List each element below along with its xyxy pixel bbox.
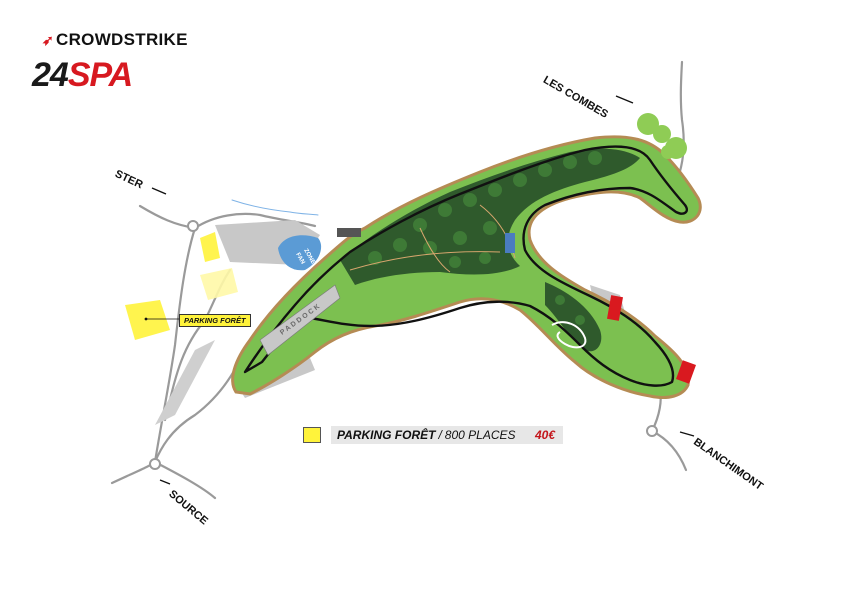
sponsor-name: CROWDSTRIKE	[56, 30, 188, 49]
facility-strip-west	[155, 340, 215, 425]
roundabout-ster	[187, 220, 199, 232]
les-combes-trees	[637, 113, 687, 159]
parking-foret-tag: PARKING FORÊT	[179, 314, 251, 327]
legend-separator: /	[438, 428, 442, 442]
falcon-icon: ➶	[42, 32, 55, 48]
forest-main	[340, 148, 640, 285]
roundabout-source	[149, 458, 161, 470]
legend-capacity: 800 PLACES	[444, 428, 516, 442]
legend-parking-name: PARKING FORÊT	[337, 428, 436, 442]
parking-dot	[144, 317, 148, 321]
control-building	[337, 228, 361, 237]
parking-north	[200, 232, 220, 262]
corner-leaders	[151, 95, 695, 485]
legend-bar: PARKING FORÊT / 800 PLACES 40€	[331, 426, 563, 444]
karting-track	[551, 321, 587, 349]
legend-swatch	[303, 427, 321, 443]
parking-foret-main	[125, 300, 170, 340]
parking-areas	[125, 232, 238, 340]
blue-building	[505, 233, 515, 253]
fan-zone-area	[278, 235, 322, 271]
grandstand-east	[607, 295, 623, 321]
roundabouts	[149, 220, 658, 470]
event-name: SPA	[67, 56, 133, 94]
legend: PARKING FORÊT / 800 PLACES 40€	[303, 426, 563, 444]
road-blanchimont-out	[650, 429, 688, 472]
road-feeder	[153, 358, 242, 464]
roundabout-blanchimont	[646, 425, 658, 437]
road-ster	[193, 212, 317, 230]
parking-west	[200, 268, 238, 300]
paddock-area	[259, 284, 341, 356]
grandstands	[607, 295, 696, 384]
racetrack	[243, 145, 689, 387]
stream	[231, 199, 319, 216]
fan-zone-label: FAN	[294, 252, 305, 265]
sponsor-logo: ➶CROWDSTRIKE	[42, 30, 188, 50]
grandstand-blanchimont	[676, 360, 696, 384]
event-logo: 24SPA	[32, 56, 133, 94]
event-number: 24	[32, 56, 69, 94]
legend-price: 40€	[534, 428, 555, 442]
road-source	[110, 460, 217, 500]
